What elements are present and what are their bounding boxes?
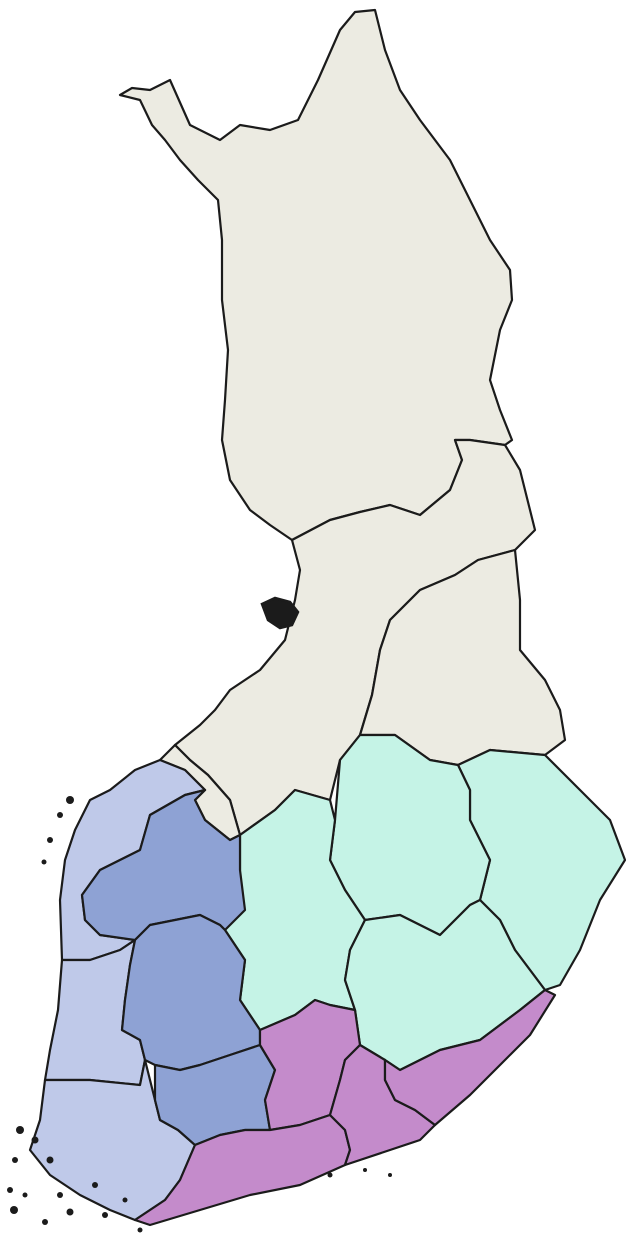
region-lapland — [118, 8, 514, 542]
archipelago-islands — [7, 596, 392, 1233]
region-south-karelia — [383, 988, 557, 1127]
